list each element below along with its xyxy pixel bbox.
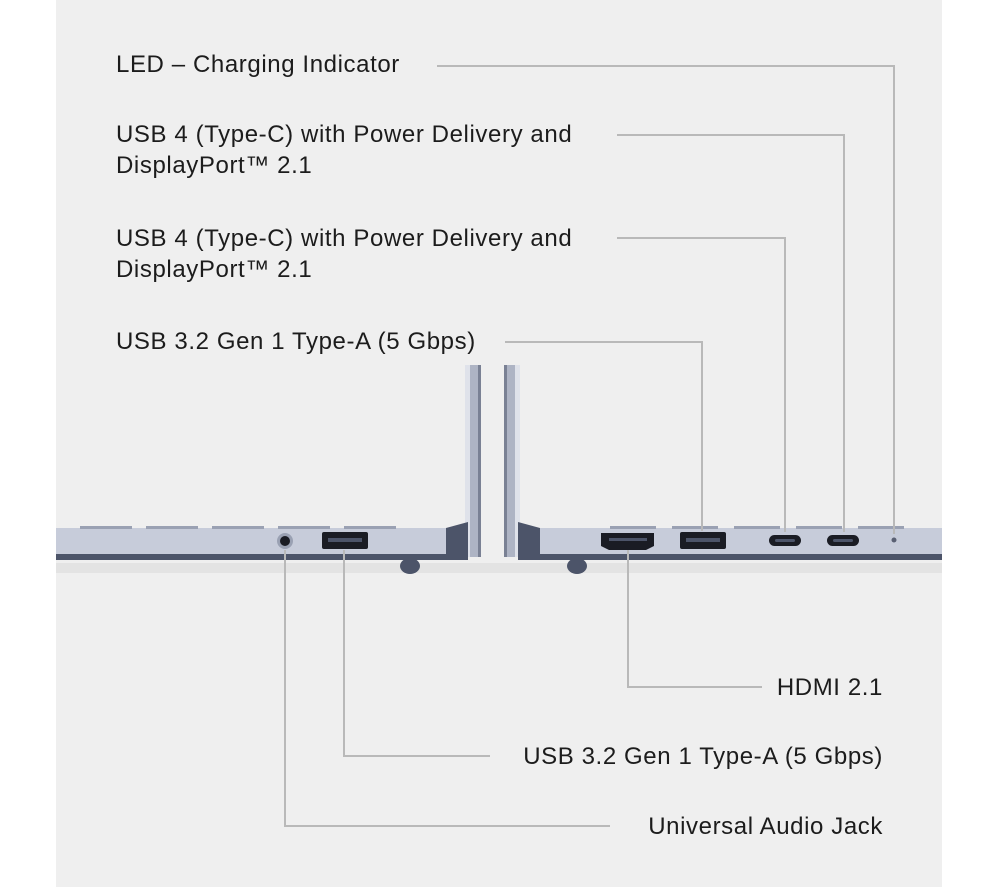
label-usb4-top: USB 4 (Type-C) with Power Delivery and D… <box>116 119 572 181</box>
label-usb4-bottom-line2: DisplayPort™ 2.1 <box>116 256 313 283</box>
left-keys <box>80 526 396 529</box>
leader-audio-jack <box>284 550 610 827</box>
left-foot <box>400 558 420 574</box>
leader-led <box>437 65 895 534</box>
label-usb4-bottom-line1: USB 4 (Type-C) with Power Delivery and <box>116 225 573 252</box>
left-base-edge <box>56 554 468 560</box>
leader-usb-a-left <box>343 550 490 757</box>
right-foot <box>567 558 587 574</box>
leader-usb4-top <box>617 134 845 532</box>
label-audio-jack: Universal Audio Jack <box>648 811 883 842</box>
label-led-charging-indicator: LED – Charging Indicator <box>116 49 400 80</box>
label-usb-a-right-text: USB 3.2 Gen 1 Type-A (5 Gbps) <box>116 328 476 355</box>
label-usb-a-left-text: USB 3.2 Gen 1 Type-A (5 Gbps) <box>523 743 883 770</box>
label-usb4-top-line2: DisplayPort™ 2.1 <box>116 152 313 179</box>
leader-usb-a-right <box>505 341 703 531</box>
label-hdmi: HDMI 2.1 <box>777 672 883 703</box>
leader-usb4-bottom <box>617 237 786 532</box>
label-usb4-bottom: USB 4 (Type-C) with Power Delivery and D… <box>116 223 572 285</box>
label-usb4-top-line1: USB 4 (Type-C) with Power Delivery and <box>116 121 573 148</box>
right-base-edge <box>518 554 942 560</box>
diagram-background-panel <box>56 0 942 887</box>
leader-hdmi <box>627 550 762 688</box>
label-usb-a-right: USB 3.2 Gen 1 Type-A (5 Gbps) <box>116 326 476 357</box>
label-usb-a-left: USB 3.2 Gen 1 Type-A (5 Gbps) <box>523 741 883 772</box>
label-audio-jack-text: Universal Audio Jack <box>648 813 883 840</box>
laptop-right-side <box>504 365 942 574</box>
hdmi-port <box>601 533 654 550</box>
label-hdmi-text: HDMI 2.1 <box>776 674 883 701</box>
charging-led <box>891 537 897 543</box>
right-keys <box>610 526 904 529</box>
leader-lines <box>284 65 895 827</box>
laptop-left-side <box>56 365 481 574</box>
table-shadow <box>56 563 942 573</box>
label-led-text: LED – Charging Indicator <box>116 51 400 78</box>
